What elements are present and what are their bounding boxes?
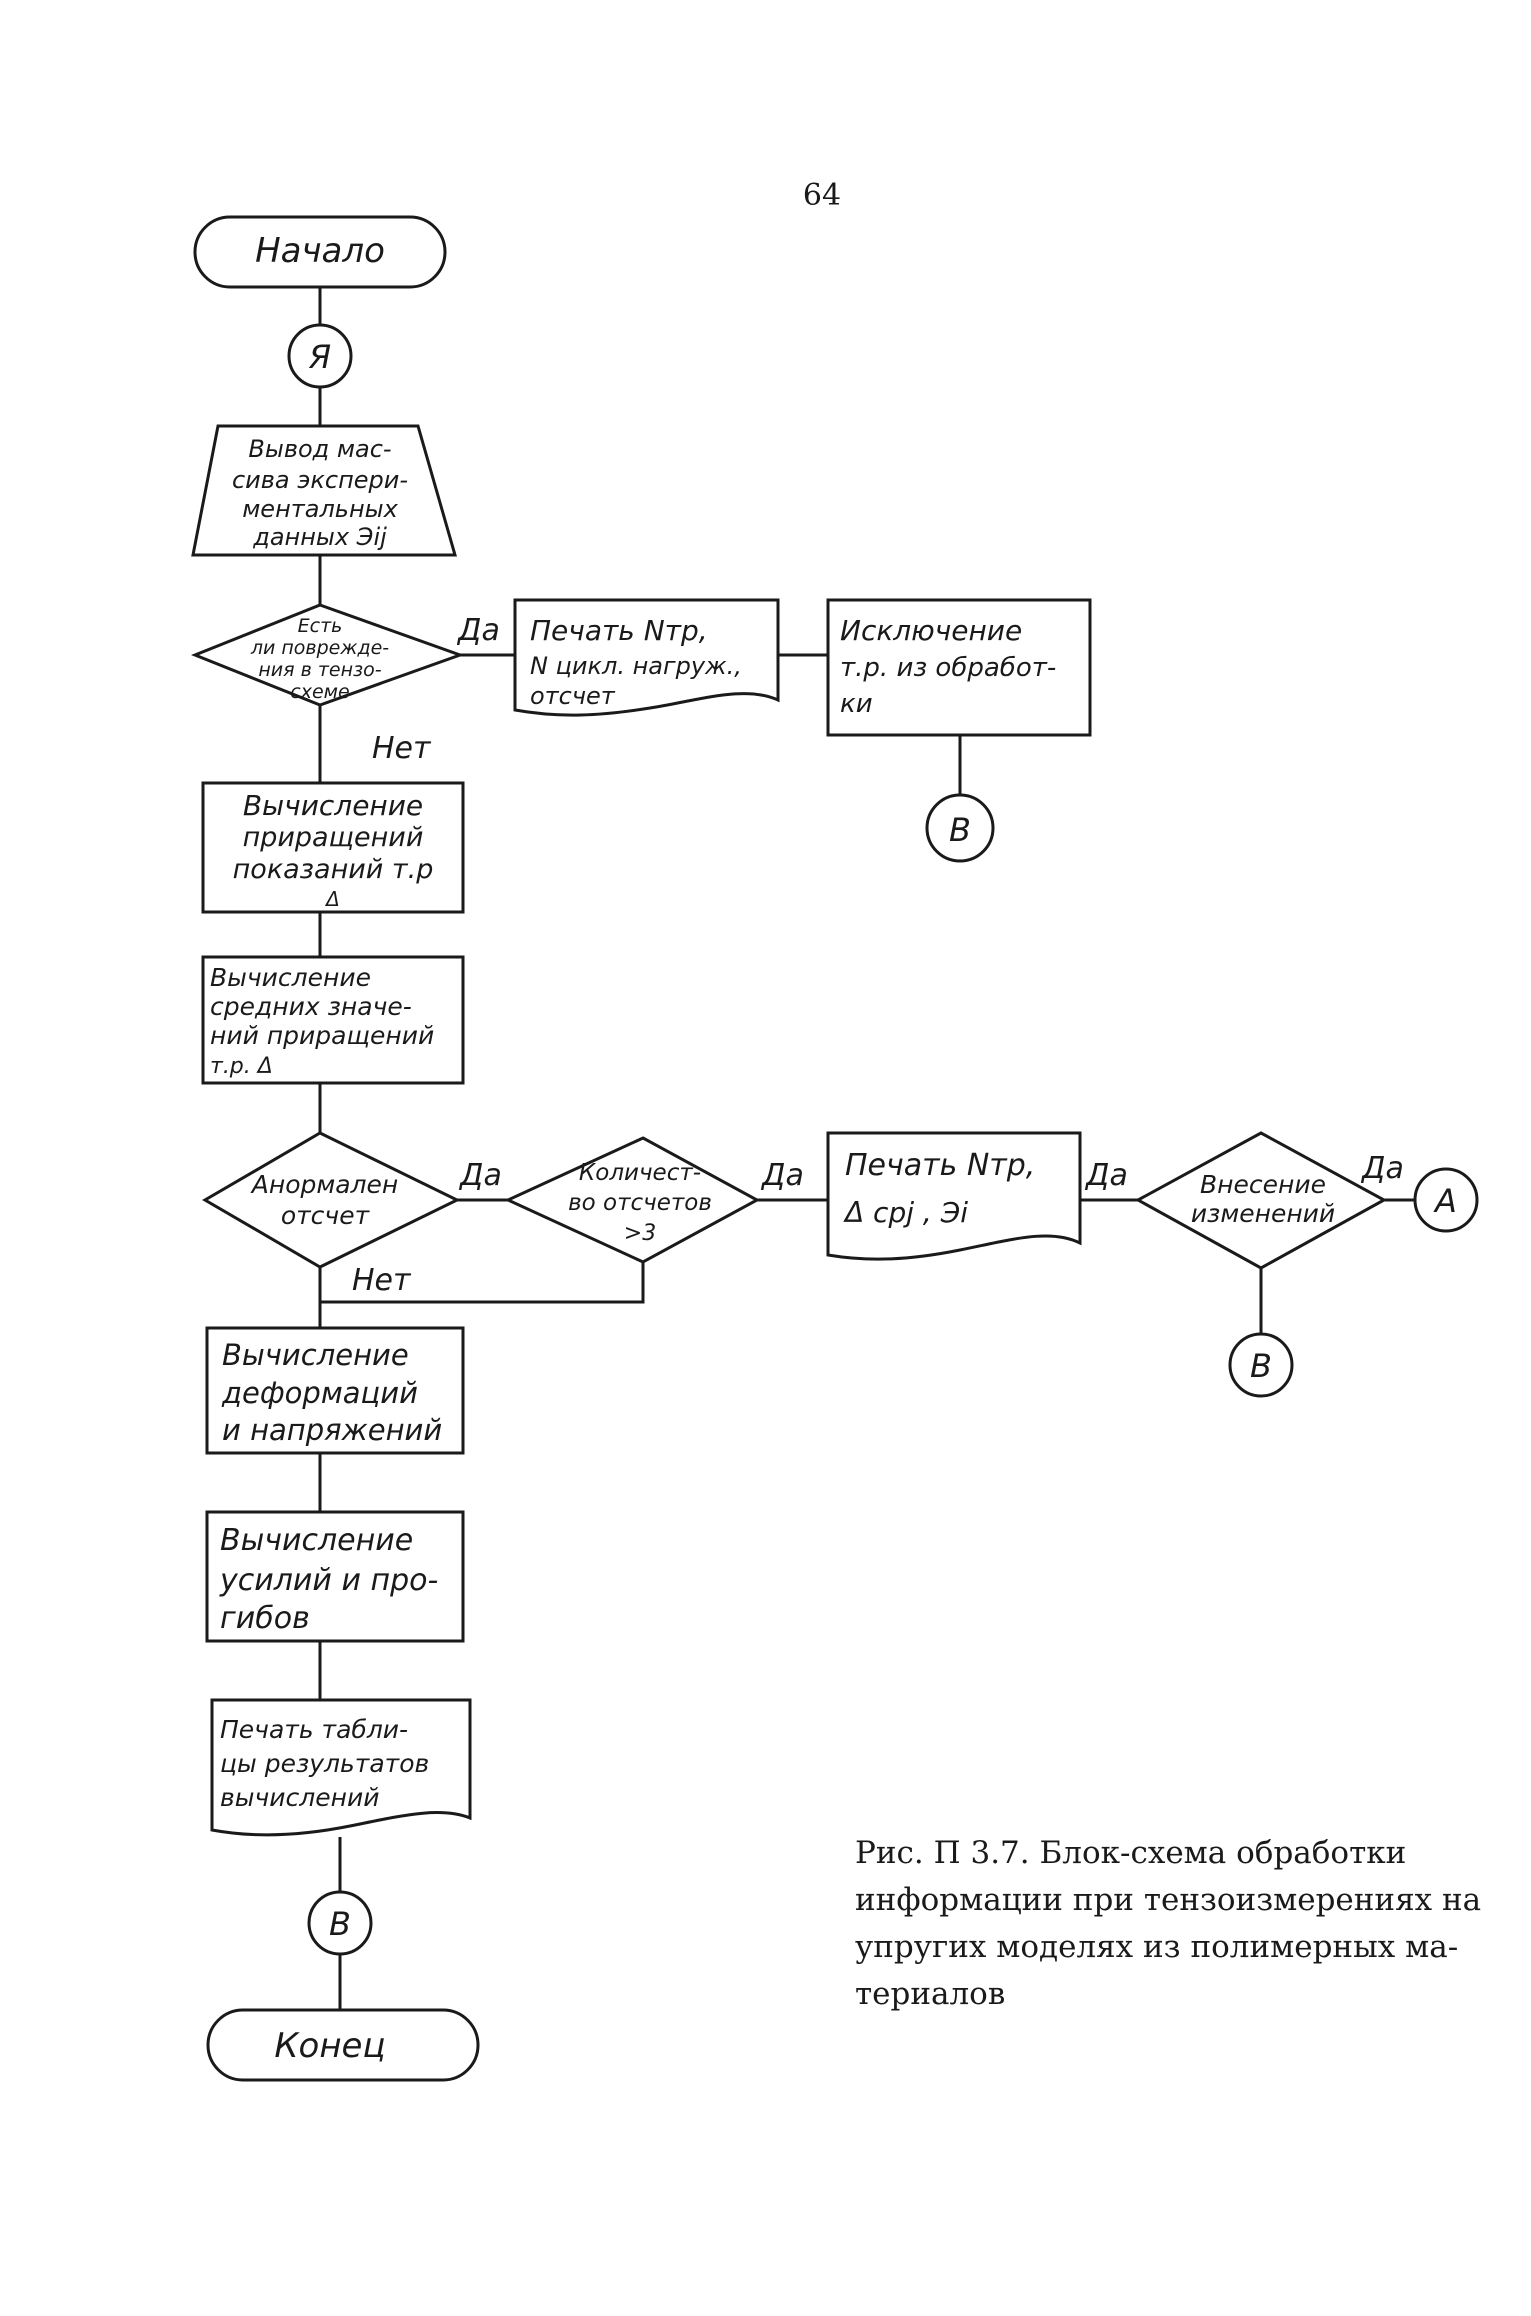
print1-line-3: отсчет (530, 682, 616, 710)
start-terminal: Начало (193, 215, 447, 289)
caption-line-1: Рис. П 3.7. Блок-схема обработки (855, 1835, 1406, 1871)
connector-a: А (1413, 1167, 1479, 1233)
incr-line-3: показаний т.р (233, 854, 434, 885)
end-terminal: Конец (206, 2008, 480, 2082)
anomal-line-2: отсчет (281, 1201, 371, 1230)
change-yes-label: Да (1360, 1151, 1404, 1186)
increments-process: Вычисление приращений показаний т.р Δ (201, 781, 465, 914)
caption-line-3: упругих моделях из полимерных ма- (855, 1929, 1458, 1965)
print-document-3: Печать табли- цы результатов вычислений (210, 1698, 472, 1837)
output-line-3: ментальных (242, 495, 398, 523)
damage-line-4: схеме (290, 681, 349, 703)
connector-ya: Я (287, 323, 353, 389)
exclude-line-1: Исключение (840, 614, 1022, 647)
output-line-1: Вывод мас- (248, 435, 391, 463)
exclude-process: Исключение т.р. из обработ- ки (826, 598, 1092, 737)
print3-line-2: цы результатов (220, 1749, 429, 1778)
anomal-yes-label: Да (458, 1158, 502, 1193)
damage-line-3: ния в тензо- (258, 659, 381, 681)
start-label: Начало (255, 231, 385, 271)
page-number: 64 (803, 178, 841, 213)
print2-line-1: Печать Nтр, (845, 1148, 1035, 1183)
print1-line-1: Печать Nтр, (530, 614, 708, 647)
exclude-line-3: ки (840, 689, 873, 719)
anomal-no-label: Нет (352, 1263, 412, 1298)
count-line-3: >3 (624, 1221, 656, 1246)
end-label: Конец (274, 2026, 385, 2066)
output-line-2: сива экспери- (232, 466, 408, 494)
anomalous-decision: Анормален отсчет (202, 1131, 461, 1269)
mean-line-2: средних значе- (210, 992, 412, 1021)
deform-line-2: деформаций (221, 1376, 418, 1410)
edges (318, 288, 1415, 2010)
connector-v-3-label: В (329, 1905, 351, 1943)
damage-yes-label: Да (456, 613, 500, 648)
print-document-1: Печать Nтр, N цикл. нагруж., отсчет (513, 598, 780, 717)
connector-v-3: В (307, 1890, 373, 1956)
damage-line-1: Есть (298, 615, 343, 637)
exclude-line-2: т.р. из обработ- (840, 653, 1056, 683)
anomal-line-1: Анормален (250, 1170, 399, 1199)
change-decision: Внесение изменений (1134, 1131, 1388, 1270)
count-yes-label: Да (760, 1158, 804, 1193)
print3-line-1: Печать табли- (220, 1715, 408, 1744)
edge-count-no-return (320, 1262, 645, 1304)
forces-line-3: гибов (220, 1601, 310, 1636)
count-decision: Количест- во отсчетов >3 (504, 1136, 761, 1264)
change-line-1: Внесение (1200, 1170, 1326, 1199)
mean-values-process: Вычисление средних значе- ний приращений… (201, 955, 465, 1085)
print2-line-2: Δ срj , Эi (843, 1196, 968, 1229)
forces-process: Вычисление усилий и про- гибов (205, 1510, 465, 1643)
change-line-2: изменений (1191, 1199, 1335, 1228)
damage-decision: Есть ли поврежде- ния в тензо- схеме (190, 603, 465, 707)
forces-line-2: усилий и про- (219, 1563, 438, 1598)
mean-line-1: Вычисление (210, 963, 371, 992)
deformation-process: Вычисление деформаций и напряжений (205, 1326, 465, 1455)
mean-line-4: т.р. Δ (210, 1054, 273, 1079)
deform-line-3: и напряжений (222, 1413, 442, 1447)
count-line-1: Количест- (579, 1160, 701, 1186)
connector-v-1-label: В (949, 811, 971, 849)
output-data-trapezoid: Вывод мас- сива экспери- ментальных данн… (191, 424, 457, 557)
connector-ya-label: Я (308, 338, 331, 376)
print2-yes-label: Да (1084, 1158, 1128, 1193)
incr-line-2: приращений (243, 822, 424, 853)
deform-line-1: Вычисление (222, 1338, 409, 1372)
output-line-4: данных Эij (252, 523, 387, 551)
print-document-2: Печать Nтр, Δ срj , Эi (826, 1131, 1082, 1261)
print1-line-2: N цикл. нагруж., (530, 652, 742, 680)
damage-no-label: Нет (372, 731, 432, 766)
print3-line-3: вычислений (220, 1783, 379, 1812)
mean-line-3: ний приращений (210, 1021, 434, 1050)
incr-line-4: Δ (324, 887, 340, 911)
figure-caption: Рис. П 3.7. Блок-схема обработки информа… (855, 1835, 1481, 2012)
incr-line-1: Вычисление (243, 789, 423, 822)
count-line-2: во отсчетов (568, 1190, 712, 1216)
caption-line-2: информации при тензоизмерениях на (855, 1882, 1481, 1918)
caption-line-4: териалов (855, 1976, 1005, 2012)
connector-v-1: В (925, 793, 995, 863)
connector-a-label: А (1433, 1182, 1457, 1220)
connector-v-2-label: В (1250, 1347, 1272, 1385)
forces-line-1: Вычисление (220, 1523, 413, 1558)
damage-line-2: ли поврежде- (250, 637, 389, 659)
connector-v-2: В (1228, 1332, 1294, 1398)
